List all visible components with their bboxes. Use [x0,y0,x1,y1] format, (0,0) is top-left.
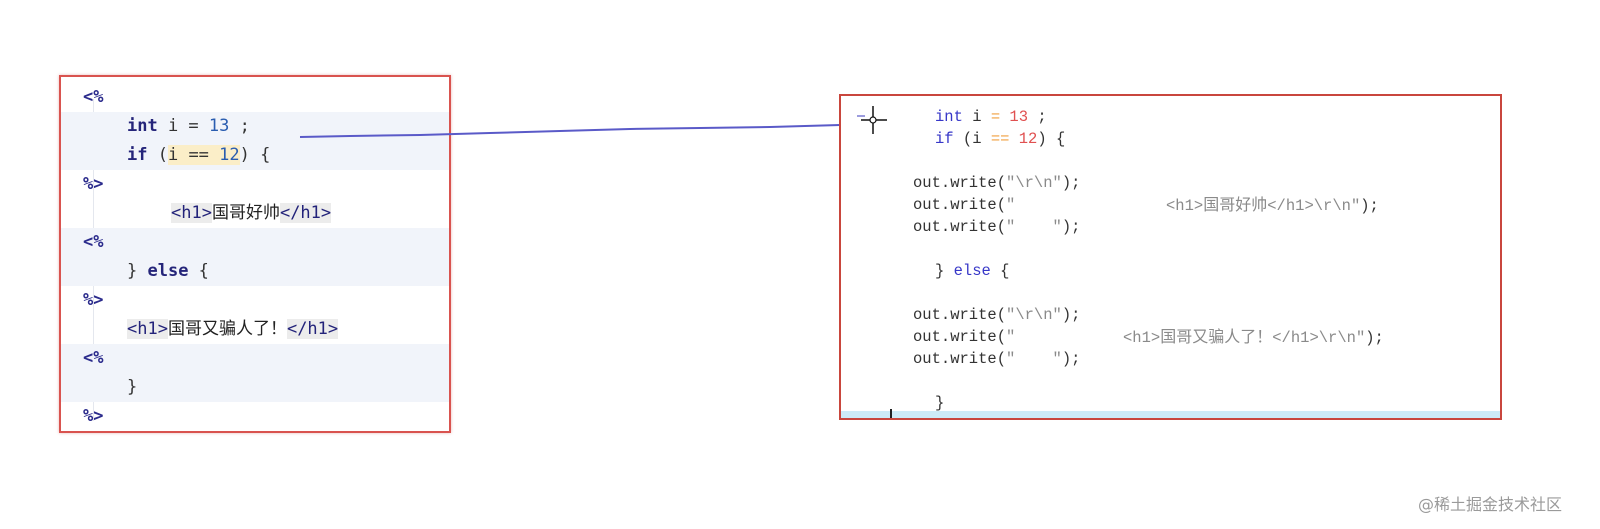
brace-close: } [127,377,138,397]
keyword-if: if [935,130,954,148]
keyword-else: else [147,261,189,281]
h1-open-tag: <h1> [171,203,212,223]
string-literal: "\r\n" [1006,174,1062,192]
h1-close-tag: </h1>\r\n" [1267,197,1361,215]
code-line-4: %> [61,170,449,199]
servlet-line-3: out.write("\r\n"); [913,172,1080,194]
scriptlet-open: <% [83,232,104,252]
current-line-highlight [841,411,1500,418]
semicolon: ; [1028,108,1047,126]
out-write: out.write( [913,328,1007,346]
h1-text: 国哥好帅 [1203,195,1268,214]
out-write: out.write( [913,306,1007,324]
servlet-line-9: out.write(" "); [913,348,1080,370]
code-line-1: <% [61,83,449,112]
h1-open-tag: <h1> [127,319,168,339]
var-i: i [962,108,991,126]
code-line-11: } [61,373,449,402]
jsp-source-panel: <% int i = 13 ; if (i == 12) { %> <h1>国哥… [59,75,451,433]
keyword-if: if [127,145,148,165]
out-write: out.write( [913,218,1007,236]
code-line-12: %> [61,402,449,431]
write-close: ); [1061,350,1081,368]
scriptlet-open: <% [83,87,104,107]
h1-text: 国哥又骗人了！ [167,319,287,339]
code-line-10: <% [61,344,449,373]
highlighted-condition: i == 12 [167,145,240,165]
cond-close: ) { [1037,130,1066,148]
paren-open: ( [147,145,168,165]
code-line-6: <% [61,228,449,257]
out-write: out.write( [913,350,1007,368]
write-close: ); [1360,197,1379,215]
cond-open: (i [953,130,991,148]
h1-open-tag: <h1> [1166,197,1204,215]
string-literal: " " [1006,218,1062,236]
brace-close: } [127,261,148,281]
paren-close: ) { [239,145,271,165]
number-13: 13 [1000,108,1029,126]
operator-equals: == [990,130,1010,148]
out-write: out.write( [913,196,1007,214]
servlet-line-4-content: <h1>国哥好帅</h1>\r\n"); [1166,194,1379,216]
code-line-7: } else { [61,257,449,286]
servlet-line-10: } [935,392,944,414]
servlet-line-5: out.write(" "); [913,216,1080,238]
h1-open-tag: <h1> [1123,329,1161,347]
write-close: ); [1365,329,1384,347]
servlet-code-panel: int i = 13 ; if (i == 12) { out.write("\… [839,94,1502,420]
code-line-9: <h1>国哥又骗人了！</h1> [61,315,449,344]
code-line-5: <h1>国哥好帅</h1> [61,199,449,228]
write-close: ); [1061,306,1081,324]
h1-text: 国哥好帅 [211,203,280,223]
h1-text: 国哥又骗人了！ [1160,327,1273,346]
string-literal: "\r\n" [1006,306,1062,324]
brace-close: } [935,262,954,280]
keyword-else: else [953,262,991,280]
scriptlet-open: <% [83,348,104,368]
code-line-2: int i = 13 ; [61,112,449,141]
servlet-line-1: int i = 13 ; [935,106,1047,128]
crosshair-cursor-icon [857,106,887,134]
keyword-int: int [935,108,963,126]
servlet-line-7: out.write("\r\n"); [913,304,1080,326]
operator-assign: = [990,108,1001,126]
h1-close-tag: </h1>\r\n" [1272,329,1366,347]
brace-close: } [935,394,945,412]
write-close: ); [1061,218,1081,236]
number-12: 12 [219,145,240,165]
code-line-8: %> [61,286,449,315]
write-close: ); [1061,174,1081,192]
string-quote: " [1006,196,1016,214]
h1-close-tag: </h1> [279,203,332,223]
semicolon: ; [229,116,250,136]
scriptlet-close: %> [83,290,104,310]
servlet-line-2: if (i == 12) { [935,128,1065,150]
text-caret [890,409,892,418]
string-literal: " " [1006,350,1062,368]
var-assign: i = [157,116,209,136]
keyword-int: int [127,116,158,136]
servlet-line-6: } else { [935,260,1009,282]
scriptlet-close: %> [83,406,104,426]
brace-open: { [188,261,209,281]
servlet-line-4: out.write(" [913,194,1015,216]
number-12: 12 [1009,130,1038,148]
out-write: out.write( [913,174,1007,192]
condition-var: i == [167,145,220,165]
servlet-line-8-content: <h1>国哥又骗人了！</h1>\r\n"); [1123,326,1384,348]
string-quote: " [1006,328,1016,346]
brace-open: { [990,262,1010,280]
servlet-line-8: out.write(" [913,326,1015,348]
code-line-3: if (i == 12) { [61,141,449,170]
number-13: 13 [208,116,230,136]
scriptlet-close: %> [83,174,104,194]
h1-close-tag: </h1> [286,319,339,339]
watermark: @稀土掘金技术社区 [1417,495,1562,514]
